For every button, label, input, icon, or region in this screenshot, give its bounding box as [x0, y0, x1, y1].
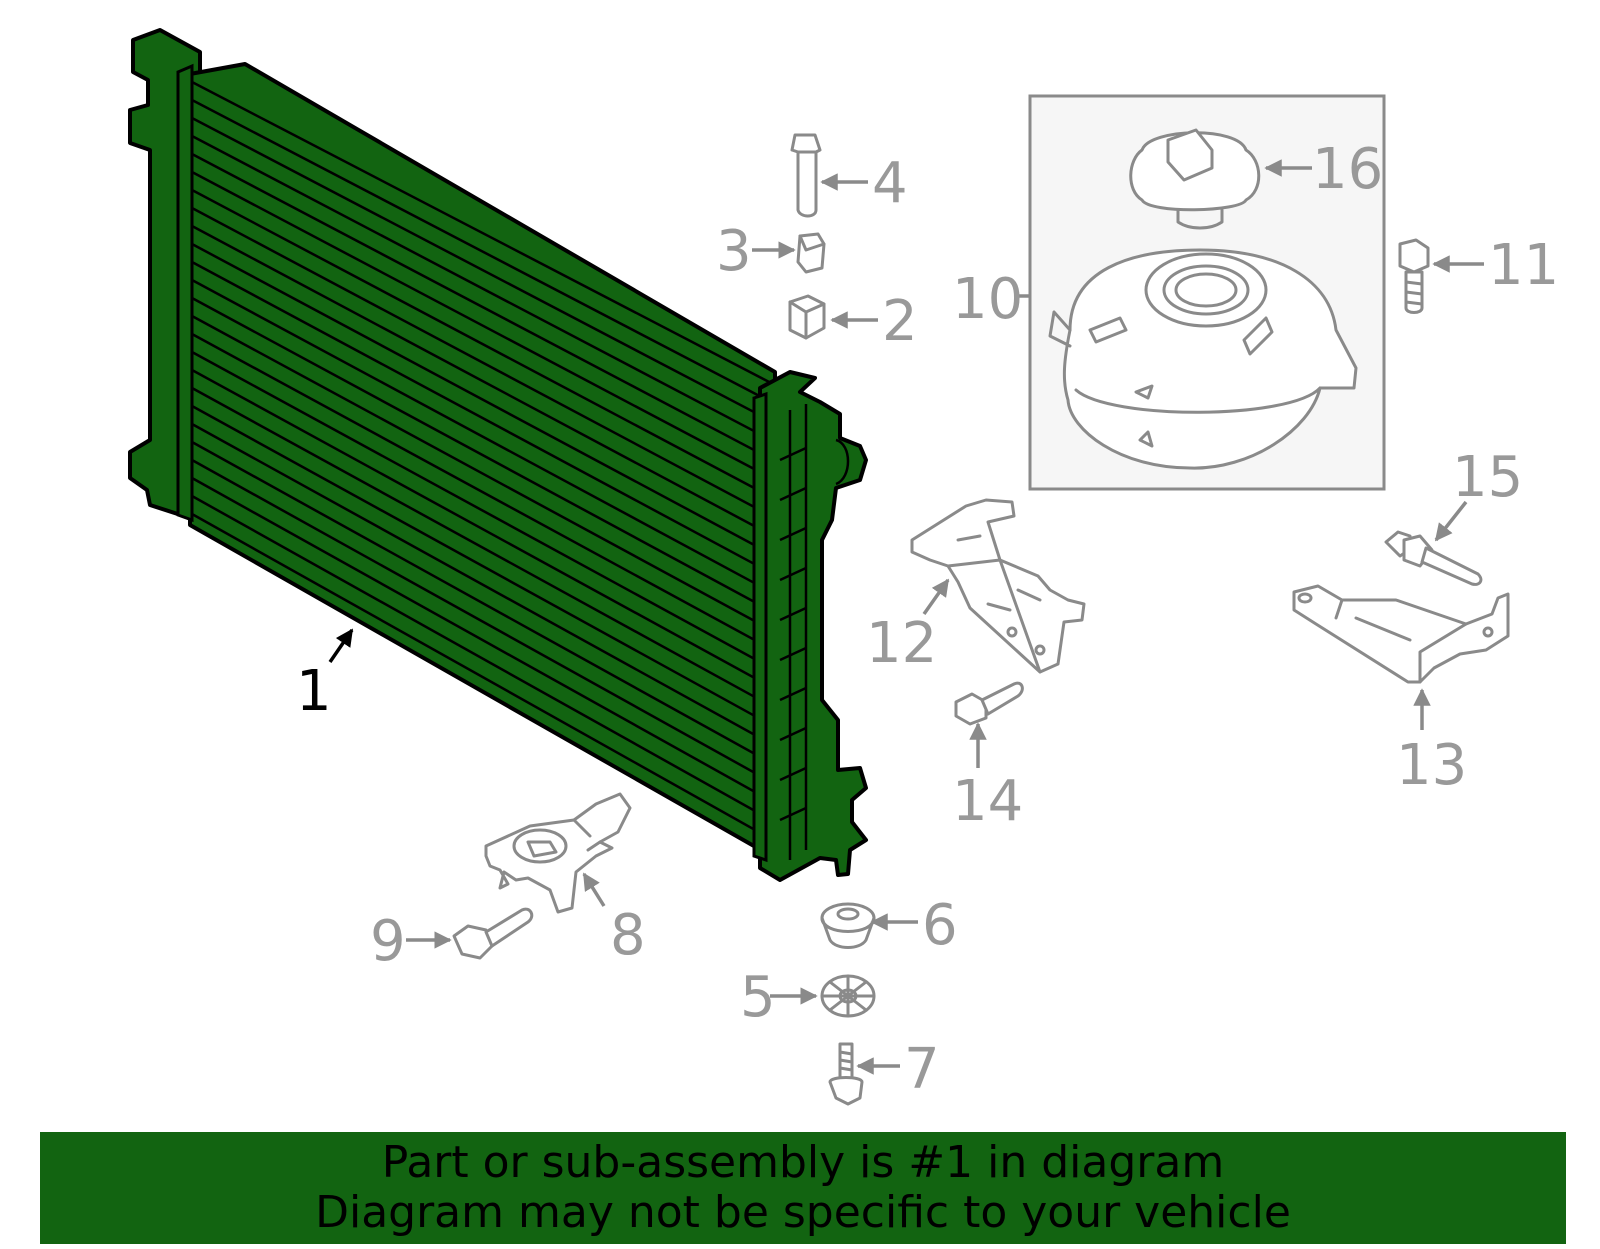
reservoir-cap-part-16[interactable] — [1129, 128, 1261, 230]
bracket-part-12[interactable] — [910, 498, 1086, 674]
bolt-part-7[interactable] — [828, 1042, 864, 1106]
callout-10: 10 — [952, 267, 1023, 332]
callout-9: 9 — [370, 909, 406, 974]
banner-line-1: Part or sub-assembly is #1 in diagram — [381, 1137, 1225, 1188]
leader-1 — [328, 628, 354, 663]
callout-14: 14 — [952, 769, 1023, 834]
callout-2: 2 — [882, 289, 918, 354]
leader-8 — [582, 872, 606, 907]
callout-15: 15 — [1452, 445, 1523, 510]
bracket-part-13[interactable] — [1292, 584, 1510, 684]
callout-8: 8 — [610, 903, 646, 968]
callout-12: 12 — [866, 611, 937, 676]
callout-4: 4 — [872, 151, 908, 216]
callout-6: 6 — [922, 893, 958, 958]
banner-line-2: Diagram may not be specific to your vehi… — [315, 1187, 1291, 1238]
radiator-fins — [191, 80, 774, 842]
radiator-part[interactable] — [128, 28, 868, 882]
callout-16: 16 — [1312, 137, 1383, 202]
info-banner: Part or sub-assembly is #1 in diagram Di… — [40, 1132, 1566, 1244]
bracket-part-8[interactable] — [484, 792, 632, 914]
bolt-part-9[interactable] — [452, 907, 534, 960]
callout-11: 11 — [1488, 233, 1559, 298]
bolt-part-15[interactable] — [1384, 530, 1483, 586]
bolt-part-11[interactable] — [1398, 238, 1430, 314]
grommet-part-6[interactable] — [820, 902, 876, 949]
washer-part-5[interactable] — [820, 974, 876, 1018]
callout-3: 3 — [716, 219, 752, 284]
leader-12 — [922, 578, 950, 616]
callout-5: 5 — [740, 965, 776, 1030]
clip-part-3[interactable] — [796, 232, 826, 274]
callout-7: 7 — [904, 1037, 940, 1102]
right-tank-ribs — [779, 404, 850, 860]
callout-13: 13 — [1396, 733, 1467, 798]
leader-15 — [1434, 500, 1468, 542]
pin-part-4[interactable] — [790, 133, 822, 218]
grommet-part-2[interactable] — [788, 294, 826, 340]
coolant-reservoir-part-10[interactable] — [1048, 248, 1358, 470]
callout-1: 1 — [296, 659, 332, 724]
bolt-part-14[interactable] — [954, 681, 1024, 726]
